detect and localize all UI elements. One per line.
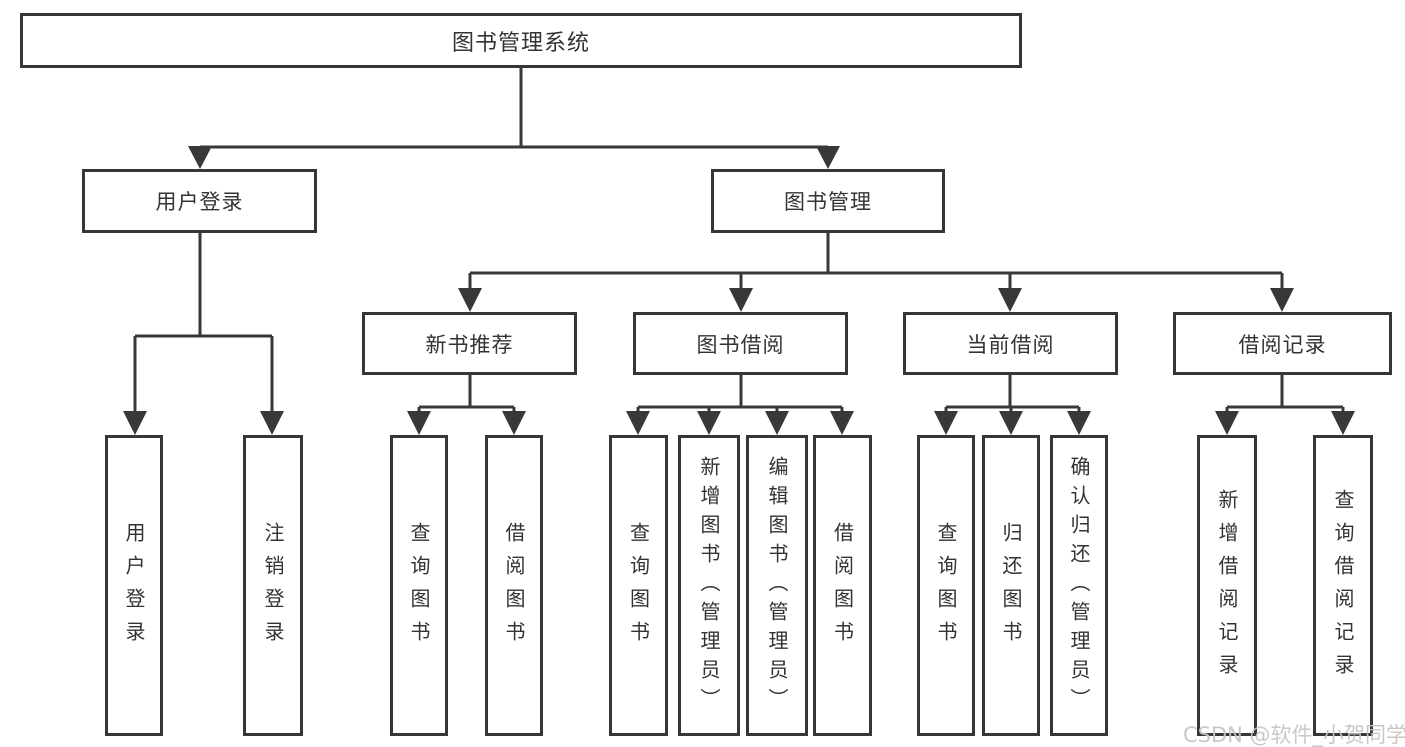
node-book-borrowing: 图书借阅 [633,312,848,375]
connector-book-borrowing-branch [626,375,854,435]
leaf-query-borrow-record: 查询借阅记录 [1313,435,1373,736]
leaf-confirm-return-admin: 确认归还（管理员） [1050,435,1108,736]
node-book-management: 图书管理 [711,169,945,233]
leaf-logout: 注销登录 [243,435,303,736]
leaf-query-books-current: 查询图书 [917,435,975,736]
node-root: 图书管理系统 [20,13,1022,68]
leaf-borrow-books-recommend: 借阅图书 [485,435,543,736]
node-new-book-recommend: 新书推荐 [362,312,577,375]
leaf-add-borrow-record: 新增借阅记录 [1197,435,1257,736]
connector-book-management-branch [458,233,1294,312]
leaf-add-book-admin: 新增图书（管理员） [678,435,740,736]
node-user-login: 用户登录 [82,169,317,233]
node-current-borrowing: 当前借阅 [903,312,1118,375]
leaf-user-login: 用户登录 [105,435,163,736]
csdn-watermark: CSDN @软件_小贺同学 [1183,723,1405,747]
connector-current-borrowing-branch [934,375,1091,435]
connector-root-branch [188,68,840,169]
leaf-borrow-books-borrowing: 借阅图书 [813,435,872,736]
connector-borrowing-records-branch [1215,375,1355,435]
connector-new-book-branch [407,375,526,435]
leaf-query-books-recommend: 查询图书 [390,435,448,736]
node-borrowing-records: 借阅记录 [1173,312,1392,375]
leaf-edit-book-admin: 编辑图书（管理员） [746,435,808,736]
connector-user-login-branch [123,233,284,435]
leaf-query-books-borrowing: 查询图书 [609,435,668,736]
leaf-return-books: 归还图书 [982,435,1040,736]
